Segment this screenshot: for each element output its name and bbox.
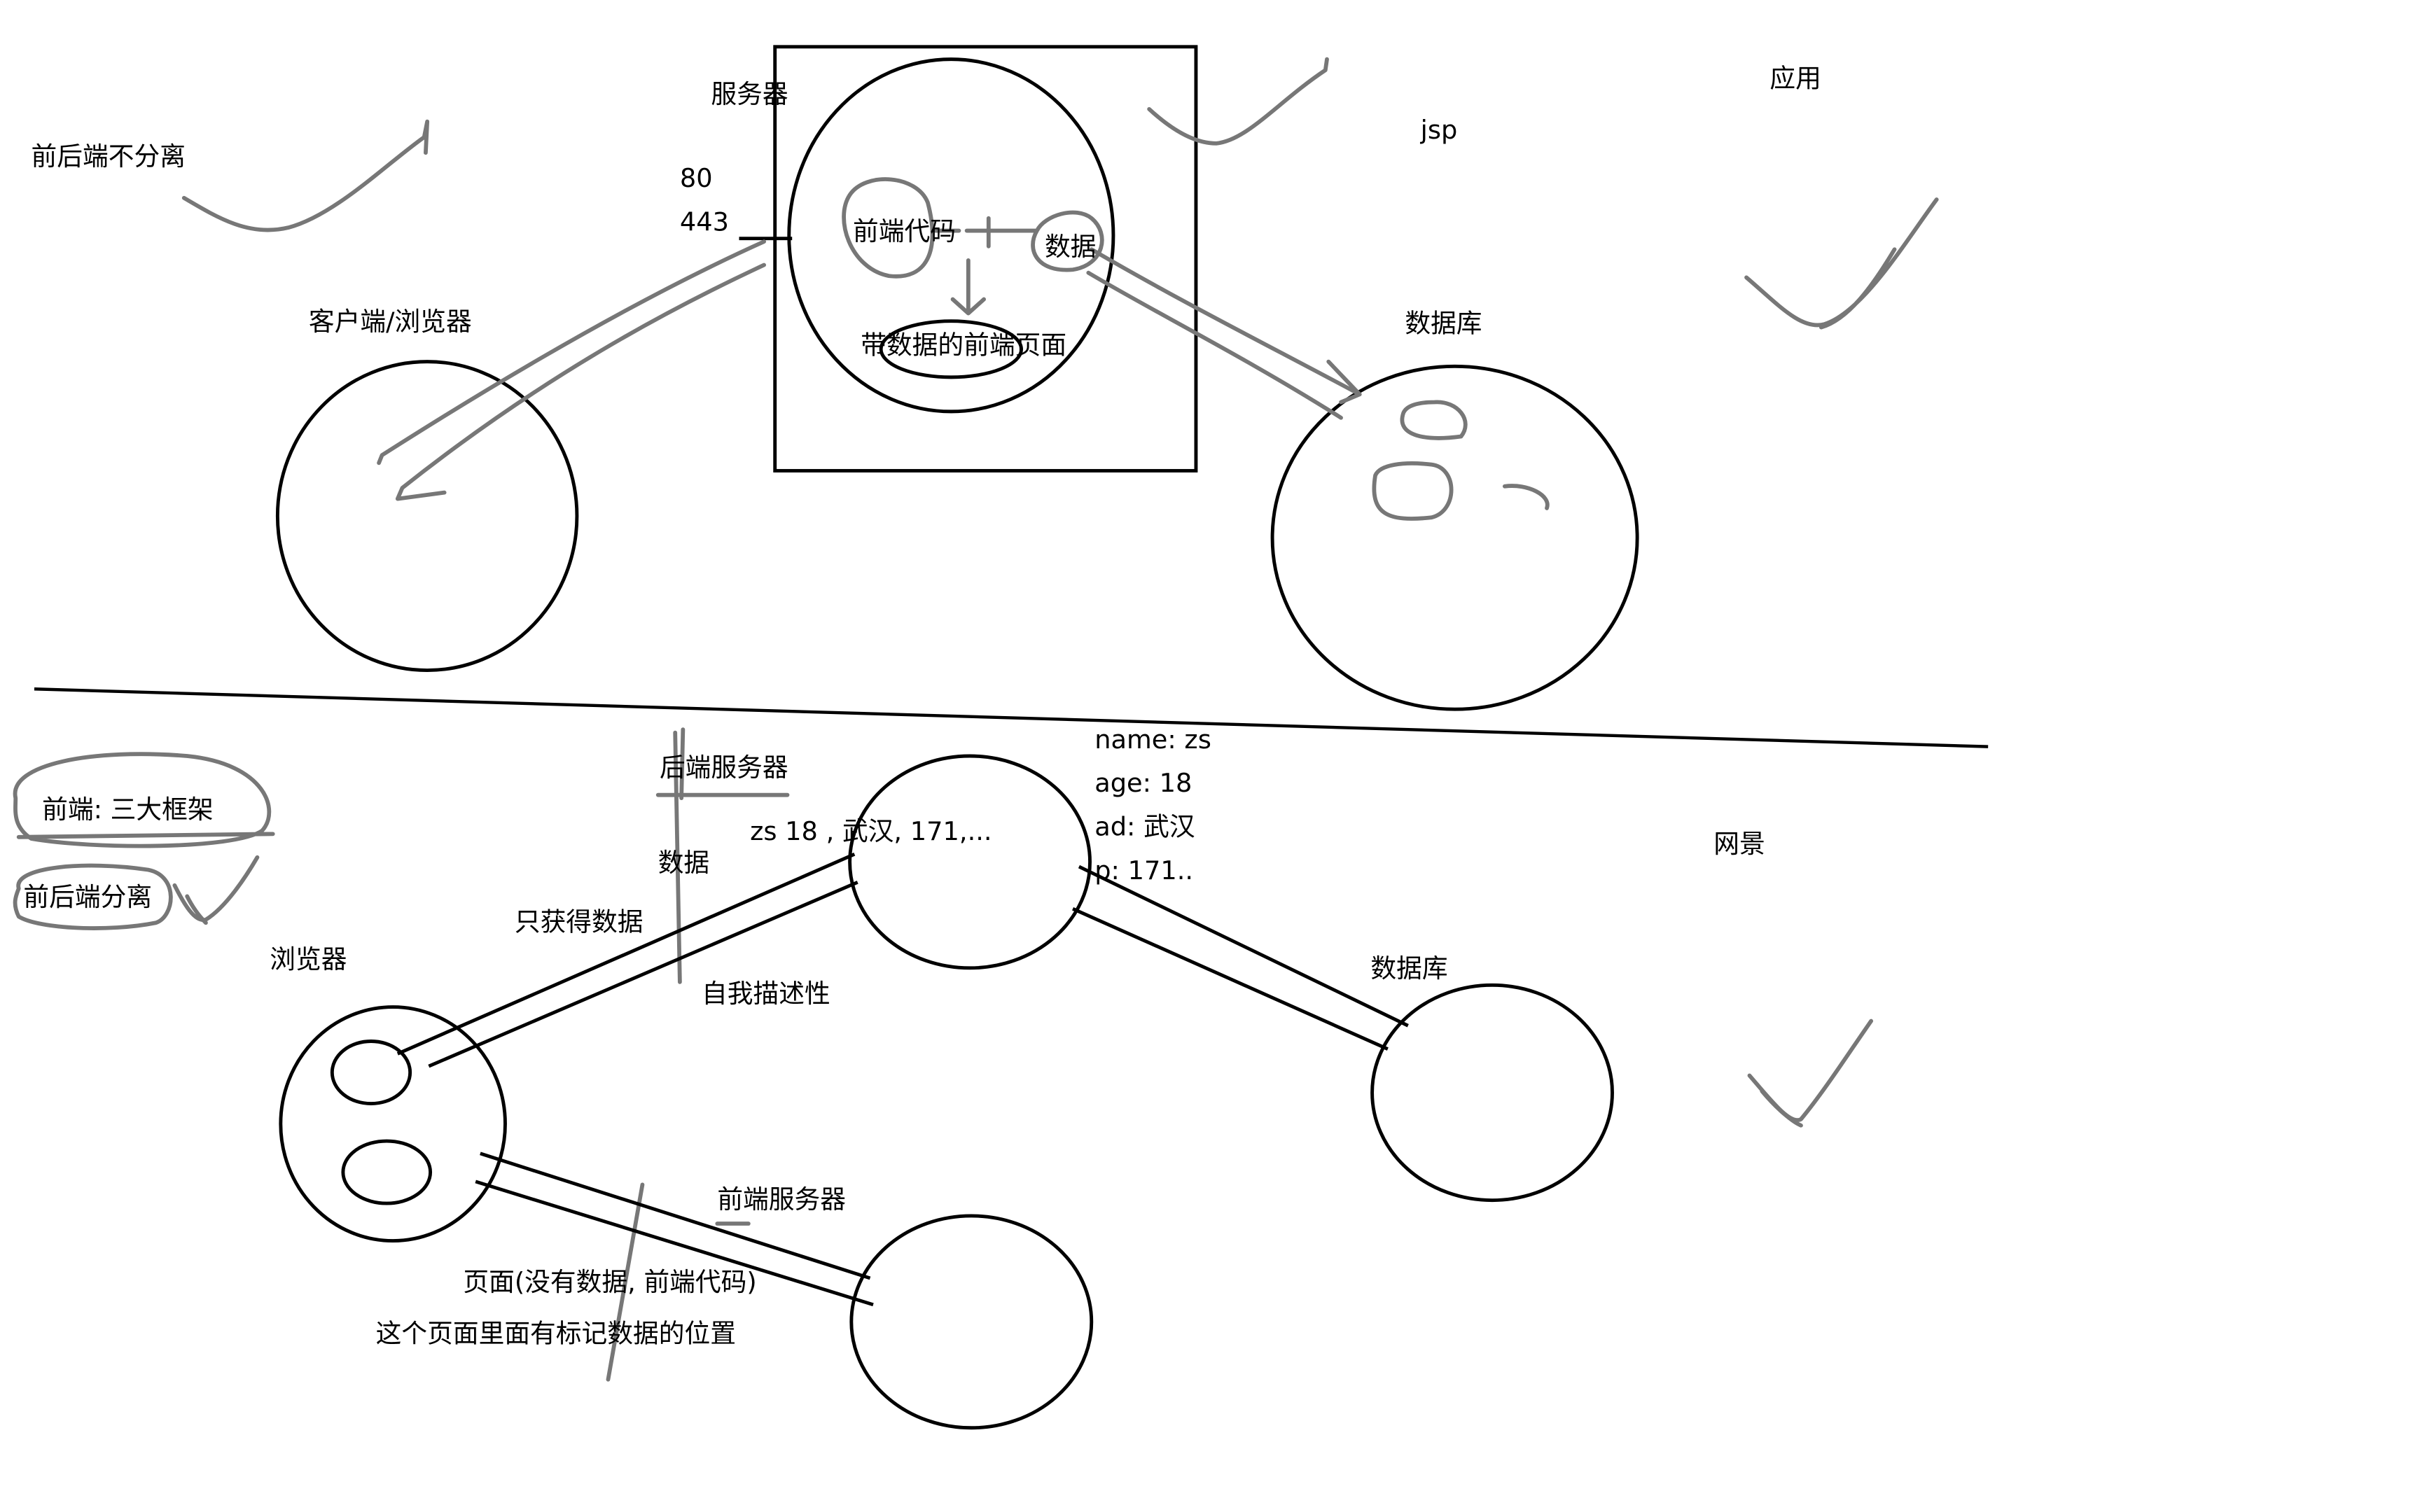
database-label-top: 数据库 [1405,308,1482,338]
bottom-section: 前端: 三大框架 前后端分离 浏览器 后端服务器 数据 只获得数据 zs 18 … [13,724,1874,1430]
use-label-bottom: 网景 [1713,829,1765,859]
sketch-db-blob-1 [1400,400,1468,440]
frontend-code-label: 前端代码 [853,216,956,246]
browser-data-slot [330,1040,412,1106]
data-only-label: 只获得数据 [515,906,644,937]
sketch-check-top-left [181,119,430,232]
sketch-arrow-to-client [377,239,767,501]
frontend-note: 前端: 三大框架 [42,794,213,825]
page-oval [879,319,1024,379]
jsp-label: jsp [1420,115,1458,145]
bottom-title: 前后端分离 [23,882,152,912]
sketch-scribble-data [964,210,1104,272]
link-backend-database [1072,864,1409,1051]
client-label: 客户端/浏览器 [309,307,472,337]
sketch-vertical-mark-2 [606,1182,645,1382]
sketch-check-top-right [1744,197,1939,330]
server-data-label: 数据 [1045,232,1096,262]
sketch-check-top-mid [1147,57,1329,146]
sketch-down-arrow [950,258,987,316]
sketch-check-separation [172,855,260,925]
sketch-arrow-to-db [1086,247,1362,420]
browser-circle [279,1005,507,1242]
json-field-age: age: 18 [1094,768,1192,798]
port-80: 80 [680,163,713,193]
top-title: 前后端不分离 [32,141,186,172]
server-label: 服务器 [711,79,788,109]
server-circle [787,57,1115,414]
server-box [773,45,1198,472]
sketch-vertical-mark-1 [673,730,682,984]
sketch-db-blob-3 [1502,484,1550,510]
database-circle-bottom [1370,983,1614,1203]
backend-server-label: 后端服务器 [660,752,788,783]
json-field-ad: ad: 武汉 [1094,812,1195,842]
port-443: 443 [680,207,729,237]
link-browser-backend [396,853,858,1068]
self-describing-label: 自我描述性 [702,979,830,1009]
browser-label: 浏览器 [270,944,347,974]
data-label: 数据 [658,848,709,878]
sketch-check-bottom-right [1747,1018,1874,1128]
sketch-underline-backend [655,727,790,801]
client-circle [275,360,579,672]
frontend-server-circle [849,1214,1094,1430]
sketch-db-blob-2 [1372,461,1454,521]
frontend-server-label: 前端服务器 [717,1184,846,1214]
backend-server-circle [848,754,1092,970]
sketch-scribble-frontend [842,177,961,279]
link-browser-frontend [475,1152,874,1307]
sketch-circle-frontend-note [13,752,275,848]
sketch-circle-separation [13,863,173,930]
page-marker-label: 这个页面里面有标记数据的位置 [376,1318,736,1348]
database-label-bottom: 数据库 [1370,953,1447,983]
database-circle-top [1270,364,1639,711]
top-section: 前后端不分离 服务器 80 443 前端代码 数据 带数据的前端页面 客户端/浏… [32,45,1939,711]
data-sample: zs 18 , 武汉, 171,... [750,816,992,846]
page-desc-label: 页面(没有数据, 前端代码) [463,1267,756,1297]
section-divider [34,687,1989,748]
use-label-top: 应用 [1769,64,1821,94]
browser-page-slot [341,1139,433,1205]
json-field-name: name: zs [1094,724,1211,755]
page-with-data-label: 带数据的前端页面 [861,330,1066,360]
json-field-p: p: 171.. [1094,855,1193,886]
